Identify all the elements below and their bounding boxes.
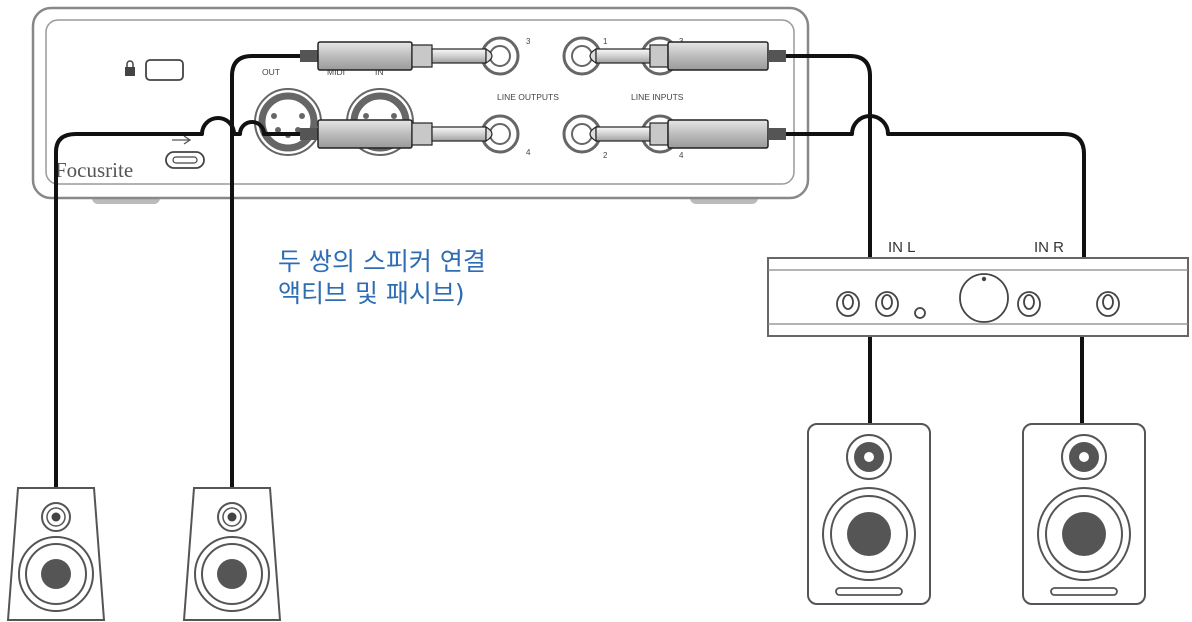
line-outputs-label: LINE OUTPUTS [497, 92, 559, 102]
power-amplifier: IN L IN R [767, 239, 1189, 337]
caption-line-2: 액티브 및 패시브) [278, 279, 465, 308]
line-inputs-label: LINE INPUTS [631, 92, 684, 102]
jack-number-out-4: 4 [526, 148, 531, 157]
amp-input-right-label: IN R [1034, 239, 1064, 256]
midi-label: MIDI [327, 67, 345, 77]
midi-in-label: IN [375, 67, 384, 77]
cable-out3-right-speaker [230, 54, 306, 490]
cables [54, 54, 1086, 490]
audio-interface: Focusrite OUT MIDI IN [31, 6, 810, 204]
jack-plug-icon-out4 [300, 119, 493, 149]
jack-plug-icon-in2 [589, 119, 786, 149]
usb-c-port-inner [172, 156, 198, 164]
amp-input-left-label: IN L [888, 239, 916, 256]
kensington-slot [145, 59, 184, 81]
jack-plug-icon-in1 [589, 41, 786, 71]
speaker-icon-active-left [6, 487, 106, 621]
jack-number-out-3: 3 [526, 37, 531, 46]
amp-volume-knob [959, 273, 1009, 323]
diagram-caption: 두 쌍의 스피커 연결 액티브 및 패시브) [278, 246, 578, 310]
line-input-1-socket [562, 36, 602, 76]
amp-led [914, 307, 926, 319]
jack-number-in-1: 1 [603, 37, 608, 46]
cable-out4-left-speaker [54, 116, 306, 490]
speaker-icon-passive-right [1022, 423, 1146, 605]
caption-line-1: 두 쌍의 스피커 연결 [278, 247, 486, 276]
speaker-icon-active-right [182, 487, 282, 621]
midi-out-connector-icon [254, 88, 322, 156]
usb-icon [172, 135, 192, 145]
brand-logo: Focusrite [55, 158, 133, 182]
usb-c-port [165, 151, 205, 169]
jack-number-in-2: 2 [603, 151, 608, 160]
speaker-icon-passive-left [807, 423, 931, 605]
lock-icon [125, 60, 135, 76]
jack-number-in-4: 4 [679, 151, 684, 160]
cable-in1-amp-left [786, 54, 872, 258]
midi-out-label: OUT [262, 67, 280, 77]
jack-plug-icon-out3 [300, 41, 493, 71]
cable-in2-amp-right [786, 114, 1086, 258]
